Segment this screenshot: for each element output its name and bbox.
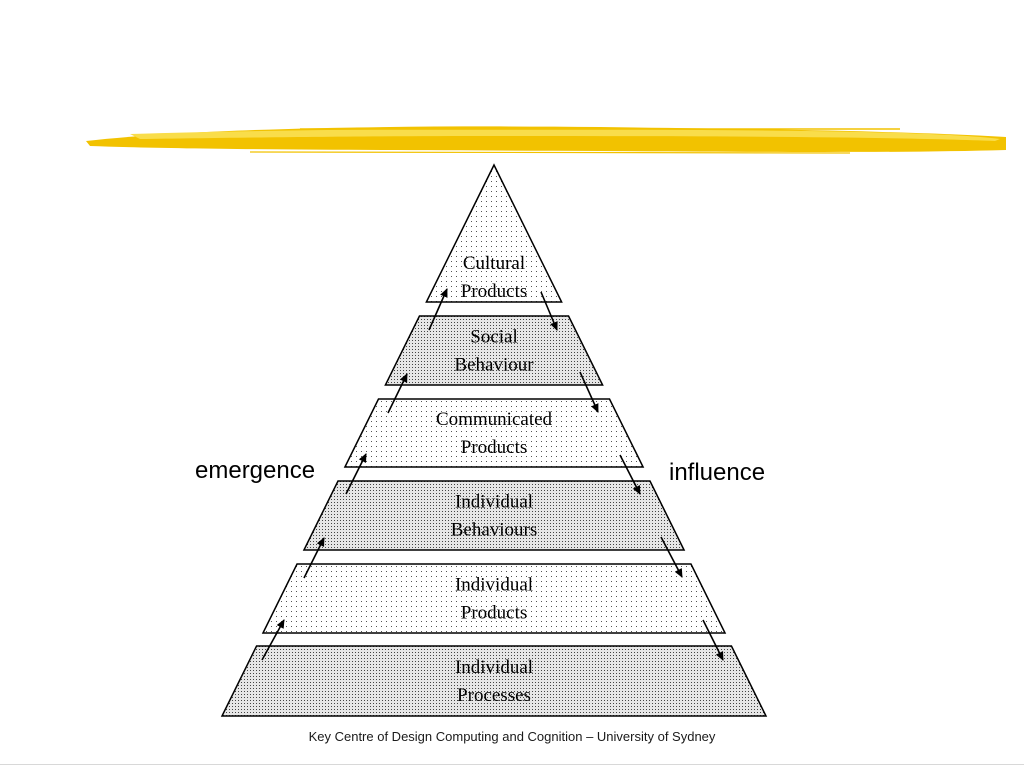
influence-arrow-3	[619, 454, 641, 495]
arrows	[261, 288, 724, 661]
emergence-label: emergence	[195, 457, 316, 484]
tier-6-label-line-1: Individual	[455, 657, 533, 678]
emergence-arrow-2	[303, 537, 325, 579]
emergence-arrow-5	[428, 288, 448, 331]
pyramid-tier-1	[425, 163, 563, 303]
tier-4-label-line-1: Individual	[455, 492, 533, 513]
pyramid-tier-4	[302, 480, 686, 551]
pyramid-tier-2	[384, 315, 604, 386]
tier-1-label-line-2: Products	[461, 281, 528, 302]
tier-2-label-line-1: Social	[470, 327, 518, 348]
tier-4-label-line-2: Behaviours	[451, 520, 538, 541]
emergence-arrow-4	[387, 373, 408, 414]
tier-5-label-line-1: Individual	[455, 575, 533, 596]
influence-arrow-5	[702, 619, 724, 661]
influence-arrow-2	[579, 371, 599, 413]
tier-2-label-line-2: Behaviour	[454, 355, 534, 376]
tier-6-label-line-2: Processes	[457, 685, 531, 706]
influence-arrow-1	[540, 291, 558, 331]
tier-5-label-line-2: Products	[461, 603, 528, 624]
influence-label: influence	[669, 459, 766, 486]
emergence-arrow-1	[261, 619, 285, 661]
footer-rule	[0, 764, 1024, 765]
emergence-arrow-3	[345, 453, 367, 495]
influence-arrow-4	[660, 536, 683, 578]
pyramid-tier-5	[261, 563, 727, 634]
tier-3-label-line-1: Communicated	[436, 409, 553, 430]
pyramid-tier-3	[343, 398, 645, 468]
footer-text: Key Centre of Design Computing and Cogni…	[308, 729, 716, 744]
tier-1-label-line-1: Cultural	[463, 253, 525, 274]
tier-3-label-line-2: Products	[461, 437, 528, 458]
pyramid-tiers: CulturalProductsSocialBehaviourCommunica…	[220, 163, 768, 717]
yellow-brush-stroke	[86, 126, 1006, 154]
pyramid-tier-6	[220, 645, 768, 717]
